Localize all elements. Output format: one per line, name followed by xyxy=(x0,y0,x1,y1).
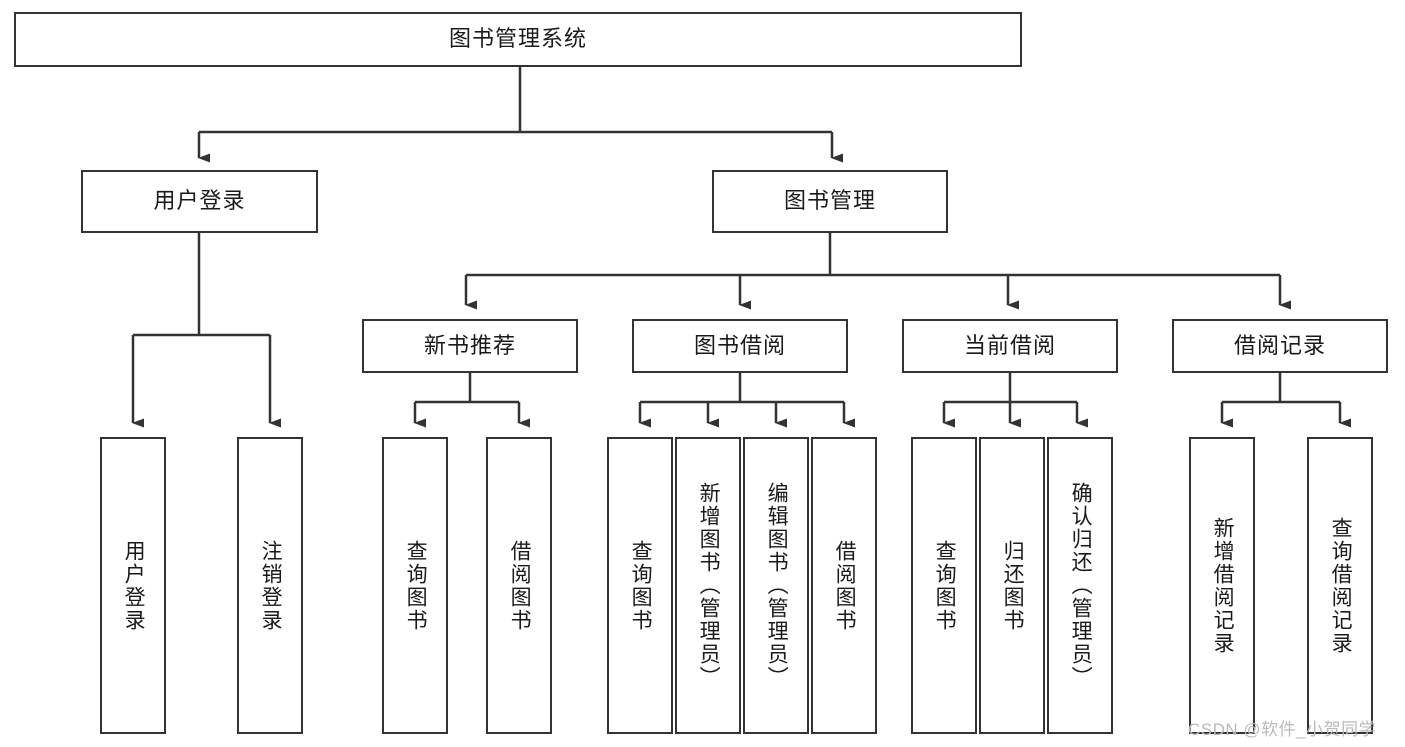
node-leaf-logout-login[interactable]: 注销登录 xyxy=(237,437,303,734)
node-leaf-borrow-book-1[interactable]: 借阅图书 xyxy=(486,437,552,734)
node-book-borrow-label: 图书借阅 xyxy=(693,332,786,358)
node-leaf-borrow-book-1-label: 借阅图书 xyxy=(508,539,532,632)
node-leaf-query-book-3-label: 查询图书 xyxy=(933,539,957,632)
node-leaf-return-book-label: 归还图书 xyxy=(1001,539,1025,632)
node-current-borrow-label: 当前借阅 xyxy=(963,332,1056,358)
node-leaf-logout-login-label: 注销登录 xyxy=(259,539,283,632)
node-borrow-record[interactable]: 借阅记录 xyxy=(1172,319,1388,373)
node-book-manage-label: 图书管理 xyxy=(783,188,876,214)
node-user-login[interactable]: 用户登录 xyxy=(81,170,318,233)
node-new-book-recommend[interactable]: 新书推荐 xyxy=(362,319,578,373)
node-leaf-query-book-1-label: 查询图书 xyxy=(404,539,428,632)
node-leaf-user-login-label: 用户登录 xyxy=(122,539,146,632)
node-book-borrow[interactable]: 图书借阅 xyxy=(632,319,848,373)
node-leaf-borrow-book-2-label: 借阅图书 xyxy=(833,539,857,632)
node-leaf-query-book-3[interactable]: 查询图书 xyxy=(911,437,977,734)
node-root[interactable]: 图书管理系统 xyxy=(14,12,1022,67)
node-book-manage[interactable]: 图书管理 xyxy=(712,170,948,233)
node-leaf-confirm-return-label: 确认归还（管理员） xyxy=(1069,482,1093,689)
node-leaf-confirm-return[interactable]: 确认归还（管理员） xyxy=(1047,437,1113,734)
node-root-label: 图书管理系统 xyxy=(448,26,587,52)
node-leaf-add-book[interactable]: 新增图书（管理员） xyxy=(675,437,741,734)
node-leaf-add-record-label: 新增借阅记录 xyxy=(1211,516,1235,655)
node-leaf-borrow-book-2[interactable]: 借阅图书 xyxy=(811,437,877,734)
node-leaf-user-login[interactable]: 用户登录 xyxy=(100,437,166,734)
node-leaf-query-record-label: 查询借阅记录 xyxy=(1329,516,1353,655)
node-leaf-query-book-2[interactable]: 查询图书 xyxy=(607,437,673,734)
node-leaf-add-record[interactable]: 新增借阅记录 xyxy=(1189,437,1255,734)
node-new-book-recommend-label: 新书推荐 xyxy=(423,332,516,358)
node-leaf-return-book[interactable]: 归还图书 xyxy=(979,437,1045,734)
node-user-login-label: 用户登录 xyxy=(153,188,246,214)
node-borrow-record-label: 借阅记录 xyxy=(1233,332,1326,358)
node-current-borrow[interactable]: 当前借阅 xyxy=(902,319,1118,373)
csdn-watermark: CSDN @软件_小贺同学 xyxy=(1188,715,1376,740)
node-leaf-query-book-2-label: 查询图书 xyxy=(629,539,653,632)
node-leaf-add-book-label: 新增图书（管理员） xyxy=(697,482,721,689)
node-leaf-edit-book[interactable]: 编辑图书（管理员） xyxy=(743,437,809,734)
node-leaf-edit-book-label: 编辑图书（管理员） xyxy=(765,482,789,689)
node-leaf-query-record[interactable]: 查询借阅记录 xyxy=(1307,437,1373,734)
node-leaf-query-book-1[interactable]: 查询图书 xyxy=(382,437,448,734)
csdn-watermark-text: CSDN @软件_小贺同学 xyxy=(1188,720,1377,739)
